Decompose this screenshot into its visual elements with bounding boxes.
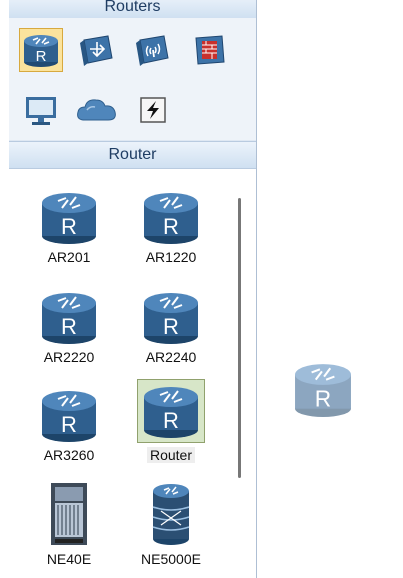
router-icon: R [126, 285, 216, 345]
router-icon: R [24, 185, 114, 245]
router-icon: R [126, 185, 216, 245]
router-icon: R [295, 364, 351, 417]
device-ne5000e[interactable]: NE5000E [126, 479, 216, 567]
switch-icon [80, 35, 113, 66]
svg-text:R: R [61, 314, 77, 339]
device-label: AR3260 [43, 447, 95, 463]
svg-text:R: R [61, 214, 77, 239]
cluster-router-icon [126, 479, 216, 547]
firewall-icon [195, 35, 225, 65]
category-icons: R [9, 18, 256, 140]
category-other-devices-button[interactable] [75, 88, 119, 132]
category-wireless-button[interactable] [131, 28, 175, 72]
canvas-router-ghost[interactable]: R [290, 360, 356, 418]
device-list-scrollbar[interactable] [238, 198, 241, 478]
device-ar1220[interactable]: R AR1220 [126, 185, 216, 265]
category-routers-button[interactable]: R [19, 28, 63, 72]
wireless-icon [136, 35, 169, 66]
device-ar2220[interactable]: R AR2220 [24, 285, 114, 365]
device-ar201[interactable]: R AR201 [24, 185, 114, 265]
device-ar2240[interactable]: R AR2240 [126, 285, 216, 365]
device-label: Router [146, 447, 196, 463]
cloud-icon [77, 99, 116, 121]
router-icon: R [24, 383, 114, 443]
device-label: AR1220 [145, 249, 197, 265]
device-label: AR201 [47, 249, 91, 265]
connection-icon [140, 97, 166, 123]
device-ne40e[interactable]: NE40E [24, 479, 114, 567]
device-label: NE5000E [141, 551, 201, 567]
svg-text:R: R [36, 48, 47, 65]
svg-text:R: R [163, 214, 179, 239]
svg-text:R: R [61, 412, 77, 437]
category-connections-button[interactable] [131, 88, 175, 132]
router-icon: R [24, 35, 58, 67]
svg-text:R: R [315, 386, 331, 412]
device-router[interactable]: R Router [126, 379, 216, 463]
device-list-header: Router [9, 141, 256, 169]
device-ar3260[interactable]: R AR3260 [24, 383, 114, 463]
category-header: Routers [9, 0, 256, 19]
chassis-icon [24, 479, 114, 547]
device-label: NE40E [46, 551, 92, 567]
svg-text:R: R [163, 408, 179, 433]
device-list: R AR201 R AR1220 R AR2220 R AR2240 [9, 169, 256, 578]
svg-text:R: R [163, 314, 179, 339]
device-list-header-title: Router [108, 146, 157, 163]
category-header-title: Routers [104, 0, 161, 15]
category-switches-button[interactable] [75, 28, 119, 72]
device-label: AR2220 [43, 349, 95, 365]
device-palette-panel: Routers R [9, 0, 257, 578]
device-label: AR2240 [145, 349, 197, 365]
router-icon: R [126, 379, 216, 443]
router-icon: R [24, 285, 114, 345]
category-endpoints-button[interactable] [19, 88, 63, 132]
pc-icon [26, 97, 56, 125]
category-security-button[interactable] [187, 28, 231, 72]
